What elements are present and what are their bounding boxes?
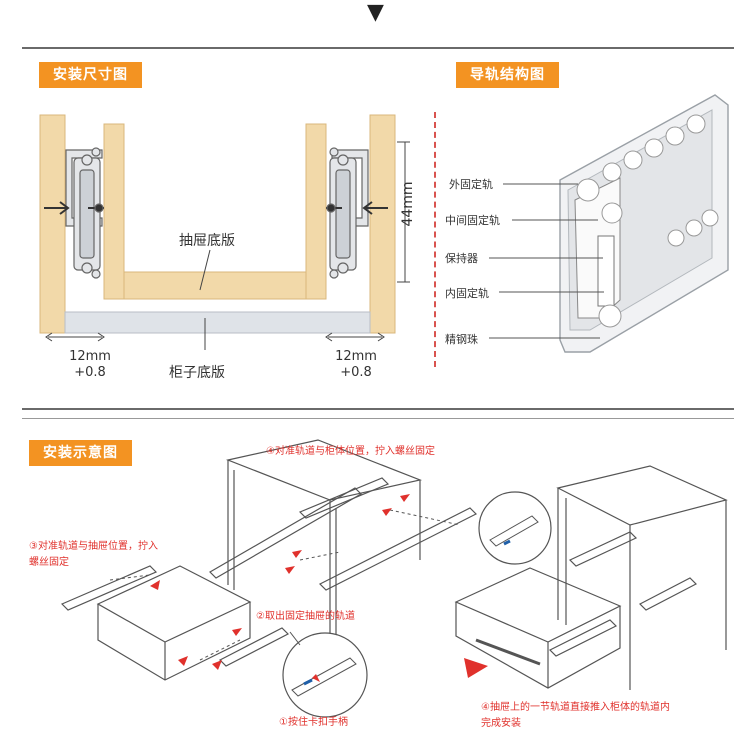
size-diagram-drawing — [39, 114, 410, 350]
rail-part-inner-label: 内固定轨 — [445, 287, 489, 300]
step-1-label: ①按住卡扣手柄 — [279, 717, 348, 728]
drawer-bottom-label: 抽屉底版 — [179, 233, 235, 249]
rail-structure-drawing — [489, 94, 729, 353]
rail-part-retainer-label: 保持器 — [445, 252, 478, 265]
section-title-install-guide: 安装示意图 — [29, 440, 132, 466]
down-arrow-icon: ▼ — [367, 0, 384, 25]
section-title-rail-structure: 导轨结构图 — [456, 62, 559, 88]
middle-divider-2 — [22, 418, 734, 419]
middle-divider-1 — [22, 408, 734, 410]
gap-left-tolerance: +0.8 — [74, 365, 106, 380]
gap-right-value: 12mm — [335, 349, 377, 364]
step-2-label: ②取出固定抽屉的轨道 — [256, 611, 355, 622]
step-4-push-label-line1: ④抽屉上的一节轨道直接推入柜体的轨道内 — [481, 702, 670, 713]
step-3-label-line1: ③对准轨道与抽屉位置，拧入 — [29, 541, 158, 552]
gap-right-tolerance: +0.8 — [340, 365, 372, 380]
rail-part-outer-label: 外固定轨 — [449, 178, 493, 191]
cabinet-bottom-label: 柜子底版 — [169, 365, 225, 381]
section-title-install-size: 安装尺寸图 — [39, 62, 142, 88]
top-divider — [22, 47, 734, 49]
step-4-push-label-line2: 完成安装 — [481, 718, 521, 729]
section-divider-dashed — [434, 112, 436, 367]
step-4-cabinet-label: ④对准轨道与柜体位置，拧入螺丝固定 — [266, 446, 435, 457]
rail-part-middle-label: 中间固定轨 — [445, 214, 500, 227]
step-3-label-line2: 螺丝固定 — [29, 557, 69, 568]
rail-part-balls-label: 精钢珠 — [445, 333, 478, 346]
gap-left-value: 12mm — [69, 349, 111, 364]
